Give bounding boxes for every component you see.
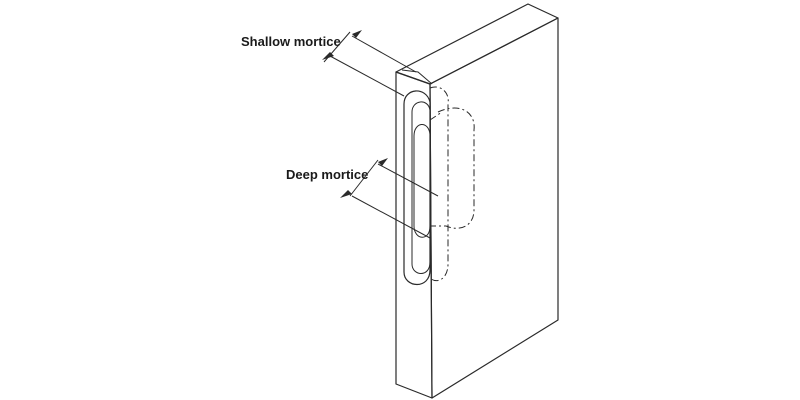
door-panel (395, 3, 559, 399)
deep-mortice-outline (413, 124, 431, 238)
shallow-ext-line-a (351, 35, 417, 73)
panel-front-face (429, 17, 559, 399)
shallow-arrow-a (352, 30, 362, 38)
deep-dimension: Deep mortice (286, 158, 439, 239)
deep-hidden-top (429, 111, 443, 121)
deep-ext-line-a (377, 163, 439, 197)
deep-hidden-back (430, 107, 475, 229)
shallow-hidden-back (429, 86, 449, 282)
shallow-ext-line-b (329, 55, 405, 97)
panel-chamfer (401, 69, 433, 85)
deep-ext-line-b (351, 195, 431, 239)
shallow-dimension: Shallow mortice (241, 30, 417, 97)
shallow-arrow-b (322, 52, 334, 60)
deep-arrow-a (378, 158, 388, 166)
shallow-mortice-depth (411, 101, 431, 274)
mortice-cutouts (403, 90, 431, 286)
shallow-mortice-outline (403, 90, 431, 286)
hidden-mortice-lines (429, 86, 475, 282)
shallow-mortice-label: Shallow mortice (241, 34, 341, 49)
deep-dim-line (349, 159, 379, 197)
panel-top-face (395, 3, 559, 85)
deep-mortice-label: Deep mortice (286, 167, 368, 182)
deep-arrow-b (340, 190, 352, 198)
